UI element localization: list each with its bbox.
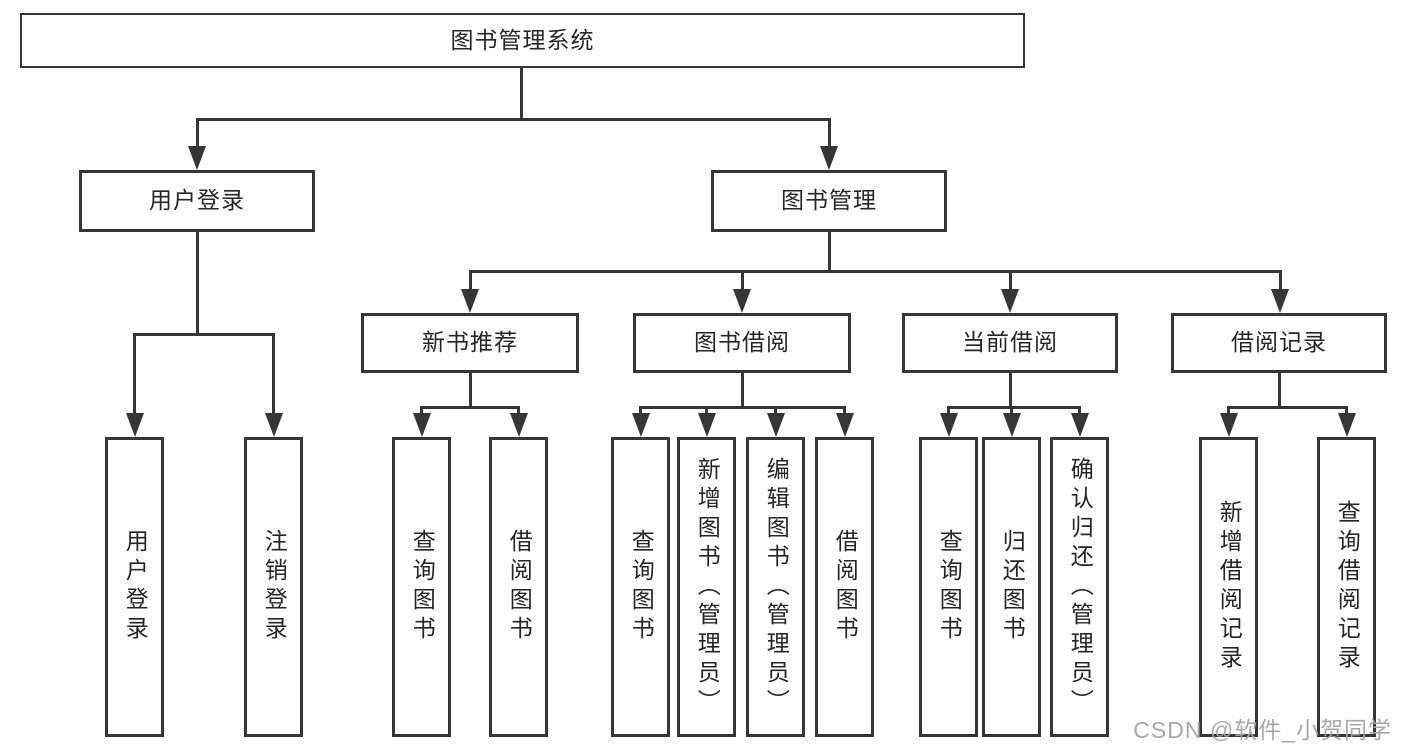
arrow-down-icon: [1003, 413, 1021, 437]
connector-line: [1010, 406, 1013, 414]
arrow-down-icon: [1220, 413, 1238, 437]
arrow-down-icon: [461, 289, 479, 313]
connector-line: [843, 406, 846, 414]
node-query-books-borrow: 查询图书: [611, 437, 670, 737]
arrow-down-icon: [940, 413, 958, 437]
arrow-down-icon: [1001, 289, 1019, 313]
node-borrow-books: 借阅图书: [815, 437, 874, 737]
node-user-login-branch: 用户登录: [79, 170, 315, 232]
arrow-down-icon: [820, 146, 838, 170]
connector-line: [828, 232, 831, 270]
connector-line: [520, 68, 523, 119]
connector-line: [196, 118, 199, 148]
connector-line: [1009, 270, 1012, 290]
arrow-down-icon: [188, 146, 206, 170]
node-book-management-system: 图书管理系统: [20, 13, 1025, 68]
connector-line: [196, 232, 199, 333]
node-logout: 注销登录: [244, 437, 303, 737]
connector-line: [1009, 373, 1012, 406]
connector-line: [469, 373, 472, 406]
connector-line: [469, 270, 1282, 273]
arrow-down-icon: [767, 413, 785, 437]
node-edit-books-admin: 编辑图书（管理员）: [746, 437, 805, 737]
connector-line: [1227, 406, 1230, 414]
connector-line: [196, 118, 831, 121]
arrow-down-icon: [510, 413, 528, 437]
node-query-borrow-record: 查询借阅记录: [1317, 437, 1376, 737]
connector-line: [741, 373, 744, 406]
node-borrow-records: 借阅记录: [1171, 313, 1387, 373]
arrow-down-icon: [1071, 413, 1089, 437]
connector-line: [1279, 270, 1282, 290]
connector-line: [272, 333, 275, 413]
connector-line: [1345, 406, 1348, 414]
connector-line: [639, 406, 642, 414]
arrow-down-icon: [698, 413, 716, 437]
arrow-down-icon: [632, 413, 650, 437]
arrow-down-icon: [1271, 289, 1289, 313]
connector-line: [420, 406, 520, 409]
connector-line: [1078, 406, 1081, 414]
node-book-management-branch: 图书管理: [711, 170, 947, 232]
arrow-down-icon: [836, 413, 854, 437]
node-book-borrow: 图书借阅: [633, 313, 851, 373]
connector-line: [1227, 406, 1348, 409]
csdn-watermark: CSDN @软件_小贺同学: [1133, 717, 1392, 743]
arrow-down-icon: [265, 413, 283, 437]
connector-line: [828, 118, 831, 148]
connector-line: [947, 406, 1081, 409]
connector-line: [705, 406, 708, 414]
node-return-books: 归还图书: [982, 437, 1041, 737]
connector-line: [1278, 373, 1281, 406]
connector-line: [469, 270, 472, 290]
connector-line: [741, 270, 744, 290]
connector-line: [947, 406, 950, 414]
connector-line: [774, 406, 777, 414]
arrow-down-icon: [126, 413, 144, 437]
node-add-books-admin: 新增图书（管理员）: [677, 437, 736, 737]
node-current-borrow: 当前借阅: [902, 313, 1118, 373]
node-add-borrow-record: 新增借阅记录: [1199, 437, 1258, 737]
connector-line: [420, 406, 423, 414]
arrow-down-icon: [1338, 413, 1356, 437]
node-query-books-recommend: 查询图书: [392, 437, 451, 737]
connector-line: [639, 406, 846, 409]
node-query-books-current: 查询图书: [919, 437, 978, 737]
connector-line: [133, 333, 275, 336]
connector-line: [517, 406, 520, 414]
arrow-down-icon: [733, 289, 751, 313]
node-new-book-recommend: 新书推荐: [361, 313, 579, 373]
arrow-down-icon: [413, 413, 431, 437]
node-user-login: 用户登录: [105, 437, 164, 737]
node-borrow-books-recommend: 借阅图书: [489, 437, 548, 737]
connector-line: [133, 333, 136, 413]
node-confirm-return-admin: 确认归还（管理员）: [1050, 437, 1109, 737]
